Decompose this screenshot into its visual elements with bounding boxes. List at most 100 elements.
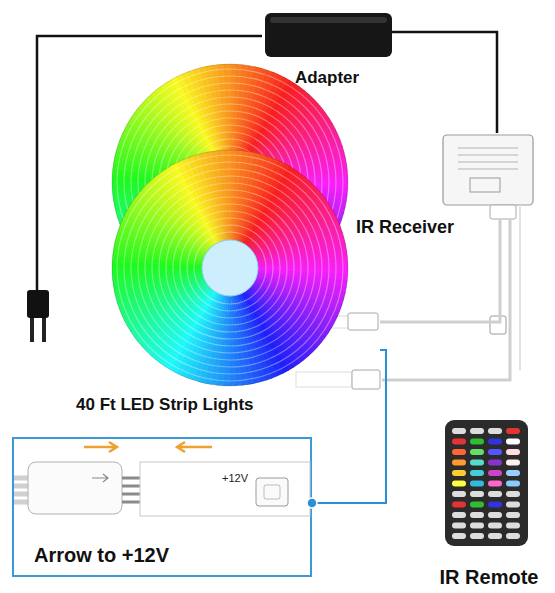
leader-line xyxy=(312,350,386,503)
reel-color xyxy=(224,64,231,154)
remote-button xyxy=(452,470,466,476)
plug-housing xyxy=(28,462,122,514)
node-label: 40 Ft LED Strip Lights xyxy=(76,395,356,415)
receiver-wire xyxy=(499,219,502,241)
strip-wire xyxy=(382,241,510,380)
remote-button xyxy=(506,481,520,487)
strip-wire xyxy=(519,241,521,370)
remote-button xyxy=(488,439,502,445)
remote-button xyxy=(470,470,484,476)
receiver-wire xyxy=(509,219,512,241)
remote-button xyxy=(488,533,502,539)
reel-coil xyxy=(187,225,273,311)
node-label: IR Receiver xyxy=(356,217,486,238)
remote-button xyxy=(506,449,520,455)
remote-button xyxy=(452,439,466,445)
node-label: Arrow to +12V xyxy=(34,544,304,567)
remote-button xyxy=(470,512,484,518)
reel-coil xyxy=(138,176,322,360)
remote-button xyxy=(488,523,502,529)
remote-button xyxy=(452,428,466,434)
reel-rim xyxy=(112,150,348,386)
plug-prong xyxy=(42,318,46,342)
remote-button xyxy=(488,460,502,466)
led-reel xyxy=(112,64,348,300)
direction-arrow xyxy=(177,442,212,452)
plug-body xyxy=(27,290,49,318)
receiver-print xyxy=(458,155,518,156)
led-chip-center xyxy=(264,485,280,499)
reel-coil xyxy=(159,197,301,339)
receiver-wire xyxy=(519,205,521,241)
strip-segment xyxy=(140,462,310,516)
reel-rim xyxy=(112,64,348,300)
remote-button xyxy=(506,439,520,445)
reel-coil xyxy=(124,162,336,374)
remote-button xyxy=(506,512,520,518)
remote-button xyxy=(470,502,484,508)
node-art-group xyxy=(445,420,528,546)
remote-button xyxy=(488,491,502,497)
remote-button xyxy=(452,523,466,529)
remote-button xyxy=(488,428,502,434)
remote-button xyxy=(470,523,484,529)
led-reel xyxy=(112,150,348,386)
remote-button xyxy=(470,449,484,455)
remote-button xyxy=(452,512,466,518)
node-art-group xyxy=(13,438,311,576)
remote-button xyxy=(488,449,502,455)
remote-button xyxy=(452,533,466,539)
remote-button xyxy=(506,491,520,497)
remote-button xyxy=(488,481,502,487)
reel-color xyxy=(224,150,231,240)
remote-button xyxy=(452,502,466,508)
remote-button xyxy=(452,460,466,466)
receiver-body xyxy=(443,135,533,205)
adapter-highlight xyxy=(270,17,387,23)
remote-button xyxy=(470,491,484,497)
remote-button xyxy=(470,533,484,539)
plug-prong xyxy=(30,318,34,342)
direction-arrow xyxy=(84,442,117,452)
led-strip-reels: 40 Ft LED Strip Lights xyxy=(70,62,380,420)
node-label: IR Remote xyxy=(425,566,553,589)
remote-button xyxy=(506,533,520,539)
remote-button xyxy=(470,481,484,487)
leader-dot xyxy=(307,498,317,508)
reel-hub xyxy=(202,240,258,296)
node-art xyxy=(70,62,380,420)
remote-button xyxy=(506,428,520,434)
remote-button xyxy=(506,460,520,466)
receiver-print xyxy=(458,169,518,170)
inset-frame xyxy=(13,438,311,576)
remote-button xyxy=(452,491,466,497)
remote-button xyxy=(506,470,520,476)
node-art xyxy=(425,418,553,590)
remote-body xyxy=(445,420,528,546)
receiver-plug xyxy=(490,205,516,219)
receiver-print xyxy=(458,162,518,163)
strip-connector xyxy=(348,313,378,330)
ir-receiver-box: IR Receiver xyxy=(350,133,540,241)
dc-cable xyxy=(392,32,497,133)
wire-connector xyxy=(490,316,506,334)
remote-button xyxy=(488,512,502,518)
reel-coil xyxy=(173,211,287,325)
reel-coil xyxy=(117,155,343,381)
receiver-mark xyxy=(470,178,500,192)
led-chip xyxy=(256,478,288,506)
strip-wire xyxy=(380,241,500,322)
pin-label: +12V xyxy=(222,472,248,484)
remote-button xyxy=(506,523,520,529)
reel-coil xyxy=(145,183,315,353)
reel-coil xyxy=(166,204,294,332)
remote-button xyxy=(452,449,466,455)
adapter-body xyxy=(265,13,392,57)
reel-coil xyxy=(152,190,308,346)
ir-remote: IR Remote xyxy=(425,418,553,590)
remote-button xyxy=(506,502,520,508)
